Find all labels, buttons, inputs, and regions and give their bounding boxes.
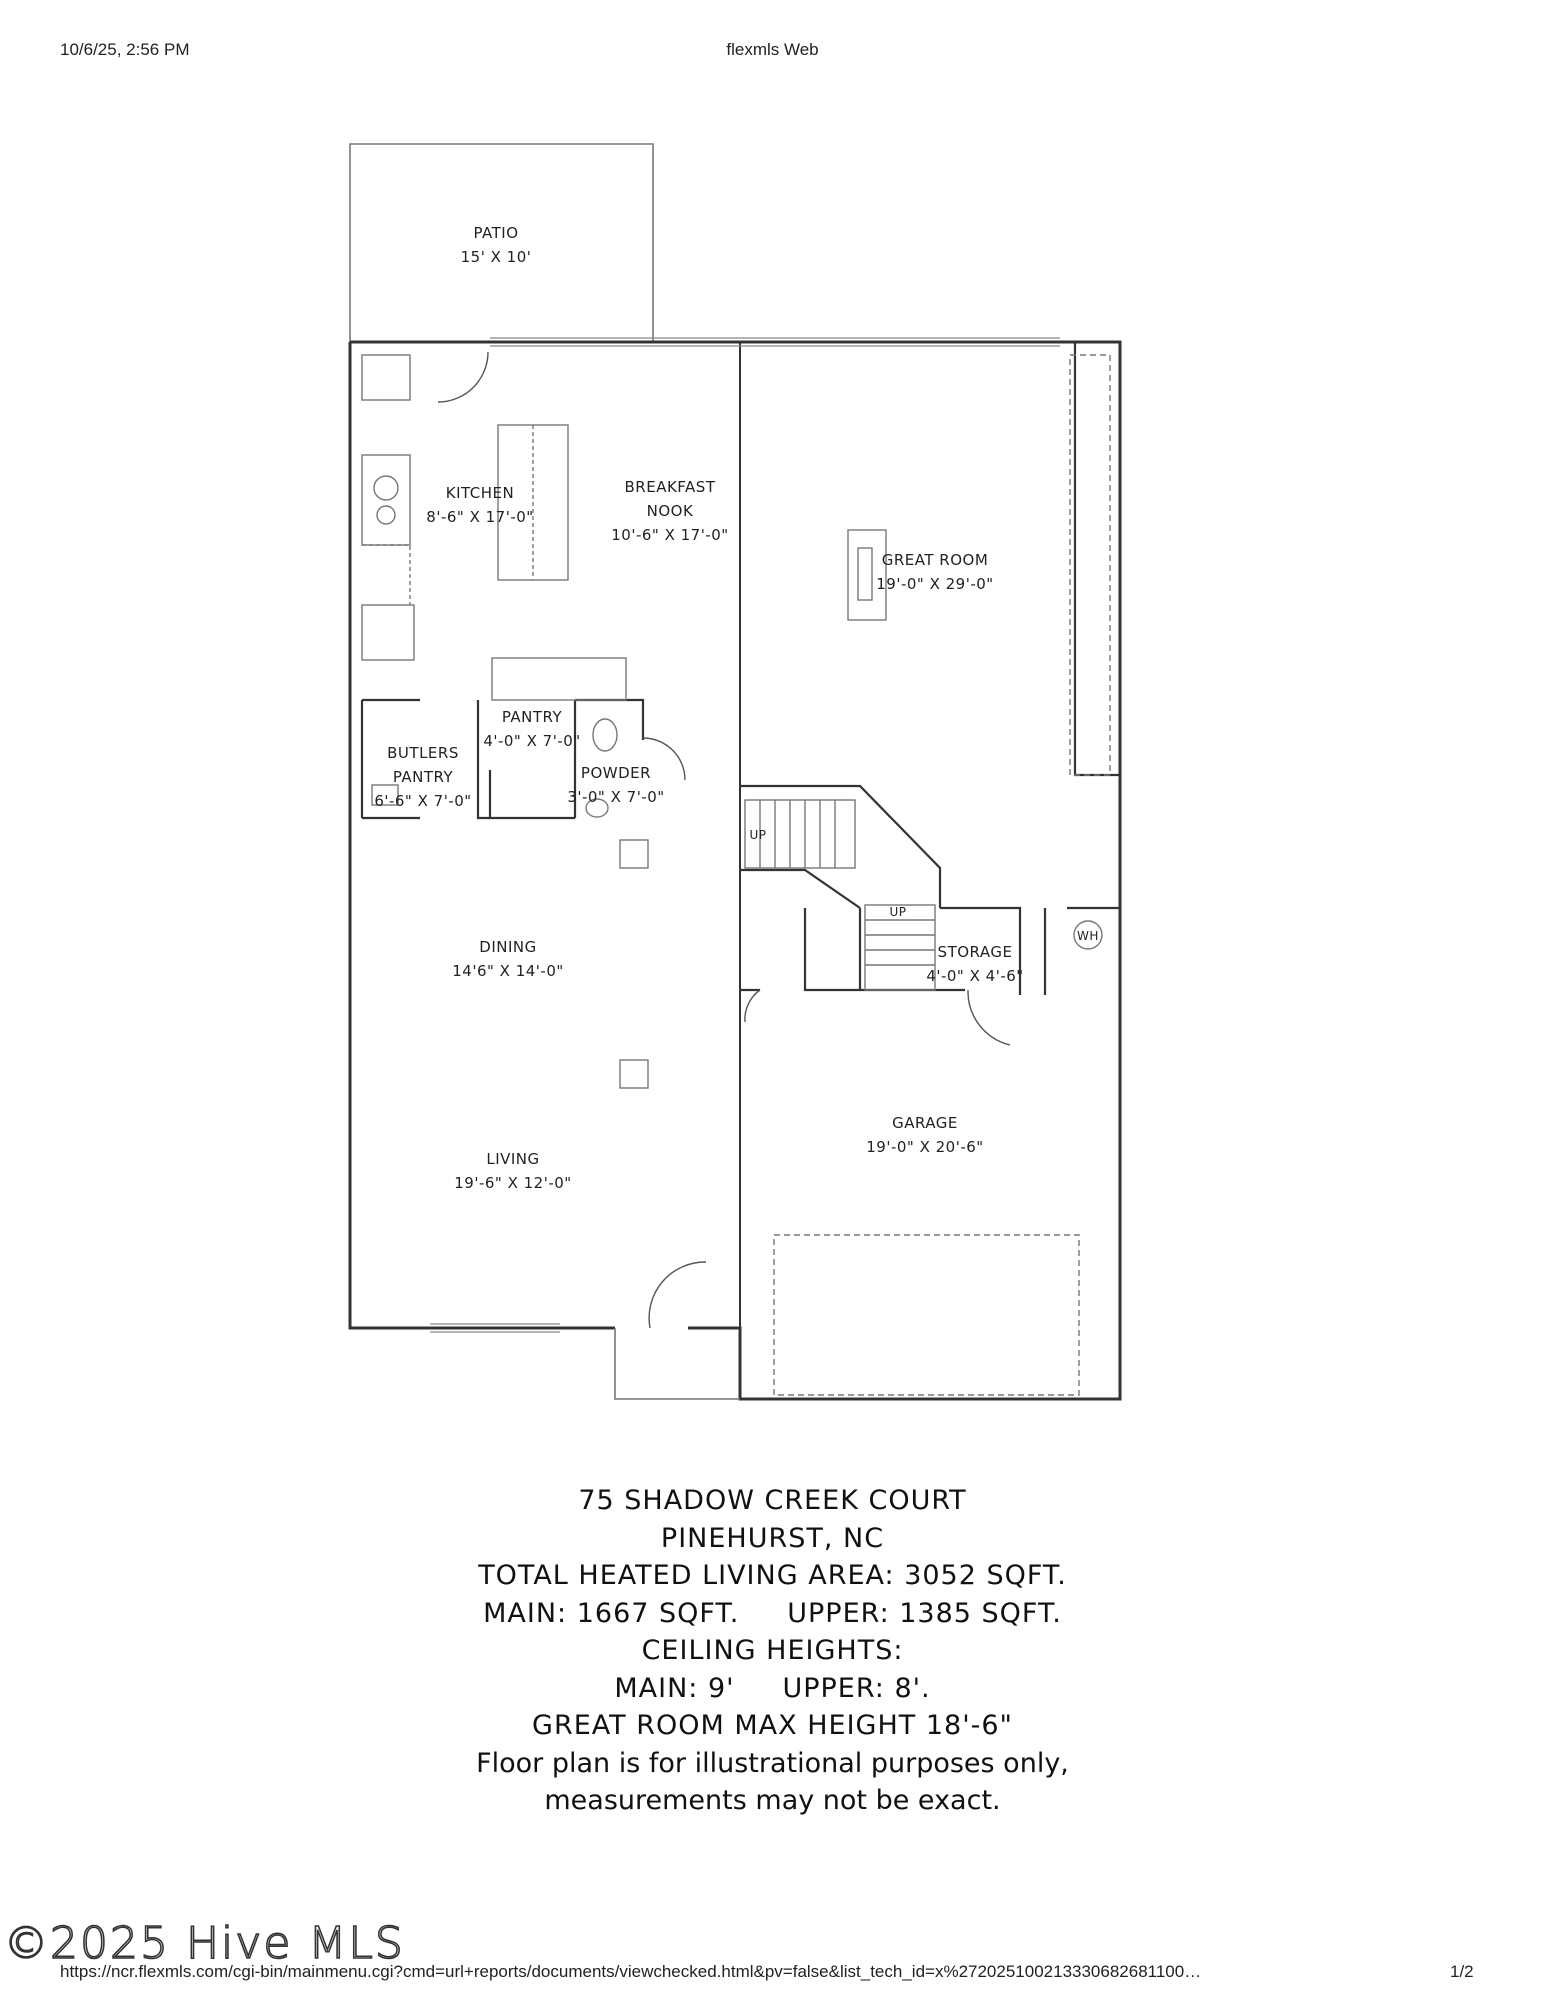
- city-line: PINEHURST, NC: [660, 1522, 885, 1554]
- disclaimer-line-1: Floor plan is for illustrational purpose…: [476, 1747, 1069, 1779]
- room-name: PATIO: [473, 224, 518, 242]
- room-labels: PATIO 15' X 10' KITCHEN 8'-6" X 17'-0" B…: [374, 224, 1099, 1192]
- page-url: https://ncr.flexmls.com/cgi-bin/mainmenu…: [60, 1962, 1202, 1981]
- water-heater-label: WH: [1077, 929, 1099, 943]
- page-title: flexmls Web: [726, 40, 819, 59]
- copyright-watermark: ©2025 Hive MLS: [3, 1917, 405, 1970]
- windows: [430, 337, 1060, 1333]
- room-dims: 10'-6" X 17'-0": [611, 526, 728, 544]
- room-dims: 3'-0" X 7'-0": [567, 788, 664, 806]
- great-room-height-line: GREAT ROOM MAX HEIGHT 18'-6": [532, 1710, 1013, 1741]
- room-dims: 14'6" X 14'-0": [452, 962, 564, 980]
- doors: [437, 351, 1011, 1329]
- room-name: GARAGE: [892, 1114, 958, 1132]
- room-name: STORAGE: [938, 943, 1013, 961]
- room-name: DINING: [479, 938, 536, 956]
- disclaimer-line-2: measurements may not be exact.: [544, 1785, 1001, 1816]
- room-name: GREAT ROOM: [882, 551, 989, 569]
- room-dims: 19'-6" X 12'-0": [454, 1174, 571, 1192]
- room-dims: 15' X 10': [461, 248, 532, 266]
- ceiling-heights-line: MAIN: 9' UPPER: 8'.: [614, 1672, 931, 1704]
- address-line: 75 SHADOW CREEK COURT: [578, 1485, 967, 1516]
- room-dims: 4'-0" X 7'-0": [483, 732, 580, 750]
- page-number: 1/2: [1450, 1962, 1474, 1981]
- room-dims: 19'-0" X 20'-6": [866, 1138, 983, 1156]
- room-dims: 6'-6" X 7'-0": [374, 792, 471, 810]
- exterior-walls: [348, 143, 1122, 1401]
- total-area-line: TOTAL HEATED LIVING AREA: 3052 SQFT.: [478, 1560, 1067, 1591]
- room-name: PANTRY: [502, 708, 563, 726]
- stair-label: UP: [889, 905, 906, 919]
- room-name: KITCHEN: [446, 484, 515, 502]
- room-dims: 8'-6" X 17'-0": [426, 508, 533, 526]
- floor-area-line: MAIN: 1667 SQFT. UPPER: 1385 SQFT.: [483, 1597, 1062, 1629]
- room-name: BUTLERS: [387, 744, 459, 762]
- print-timestamp: 10/6/25, 2:56 PM: [60, 40, 190, 59]
- floor-plan: PATIO 15' X 10' KITCHEN 8'-6" X 17'-0" B…: [348, 143, 1122, 1401]
- room-name: BREAKFAST: [625, 478, 716, 496]
- fixtures: [361, 354, 1111, 1396]
- room-name: PANTRY: [393, 768, 454, 786]
- property-info: 75 SHADOW CREEK COURT PINEHURST, NC TOTA…: [0, 1482, 1545, 1820]
- room-name: NOOK: [647, 502, 694, 520]
- room-dims: 19'-0" X 29'-0": [876, 575, 993, 593]
- room-dims: 4'-0" X 4'-6": [926, 967, 1023, 985]
- ceiling-heights-heading: CEILING HEIGHTS:: [641, 1635, 904, 1666]
- room-name: POWDER: [581, 764, 651, 782]
- room-name: LIVING: [486, 1150, 539, 1168]
- stair-label: UP: [749, 828, 766, 842]
